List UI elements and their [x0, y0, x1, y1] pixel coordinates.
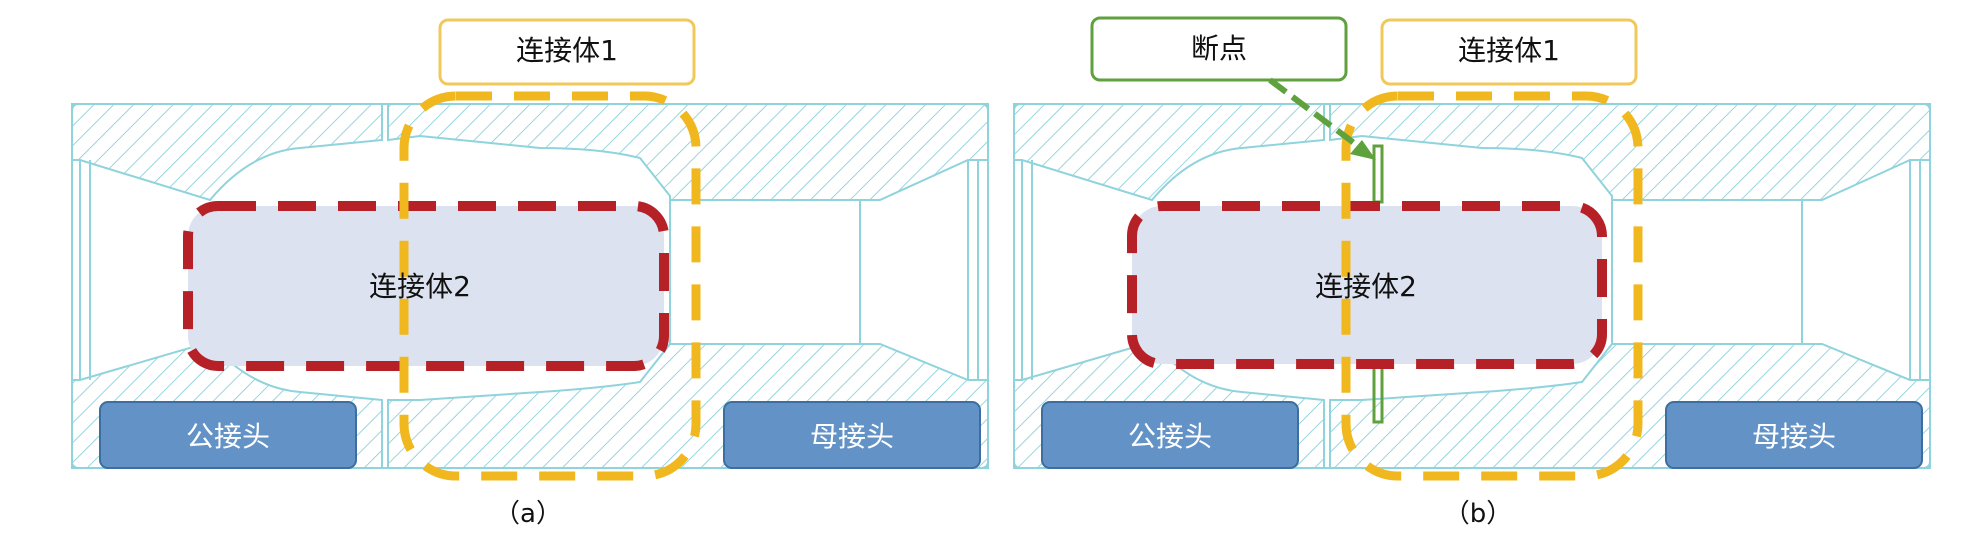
- panel-a: 连接体1 连接体2 公接头 母接头 （a）: [71, 18, 989, 529]
- panel-a-caption: （a）: [494, 499, 562, 529]
- panel-a-body2-region: [183, 201, 669, 371]
- panel-b-body1-label-box: [1380, 18, 1638, 86]
- panel-a-outline: [71, 103, 989, 469]
- panel-a-body1-label-box: [438, 18, 696, 86]
- panel-b-break-label: 断点: [1191, 32, 1247, 65]
- panel-b-break-arrow: [1268, 77, 1376, 160]
- panel-a-body1-region: [399, 91, 701, 481]
- panel-a-male-label: 公接头: [186, 420, 270, 453]
- panel-b-break-label-box: [1090, 16, 1348, 82]
- panel-a-body1-label: 连接体1: [516, 34, 618, 67]
- panel-b-body2-label: 连接体2: [1315, 270, 1417, 303]
- panel-b: 连接体1 断点 连接体2 公接头 母接头 （b）: [1013, 16, 1931, 529]
- panel-b-body1-label: 连接体1: [1458, 34, 1560, 67]
- panel-b-female-box: [1665, 401, 1923, 469]
- panel-b-body2-region: [1127, 201, 1607, 369]
- panel-b-outline: [1013, 103, 1931, 469]
- panel-b-female-label: 母接头: [1752, 420, 1836, 453]
- panel-a-female-box: [723, 401, 981, 469]
- panel-a-female-label: 母接头: [810, 420, 894, 453]
- panel-b-body1-region: [1341, 91, 1643, 481]
- panel-a-male-box: [99, 401, 357, 469]
- panel-b-caption: （b）: [1444, 499, 1513, 529]
- panel-b-male-label: 公接头: [1128, 420, 1212, 453]
- panel-a-body2-label: 连接体2: [369, 270, 471, 303]
- panel-b-male-box: [1041, 401, 1299, 469]
